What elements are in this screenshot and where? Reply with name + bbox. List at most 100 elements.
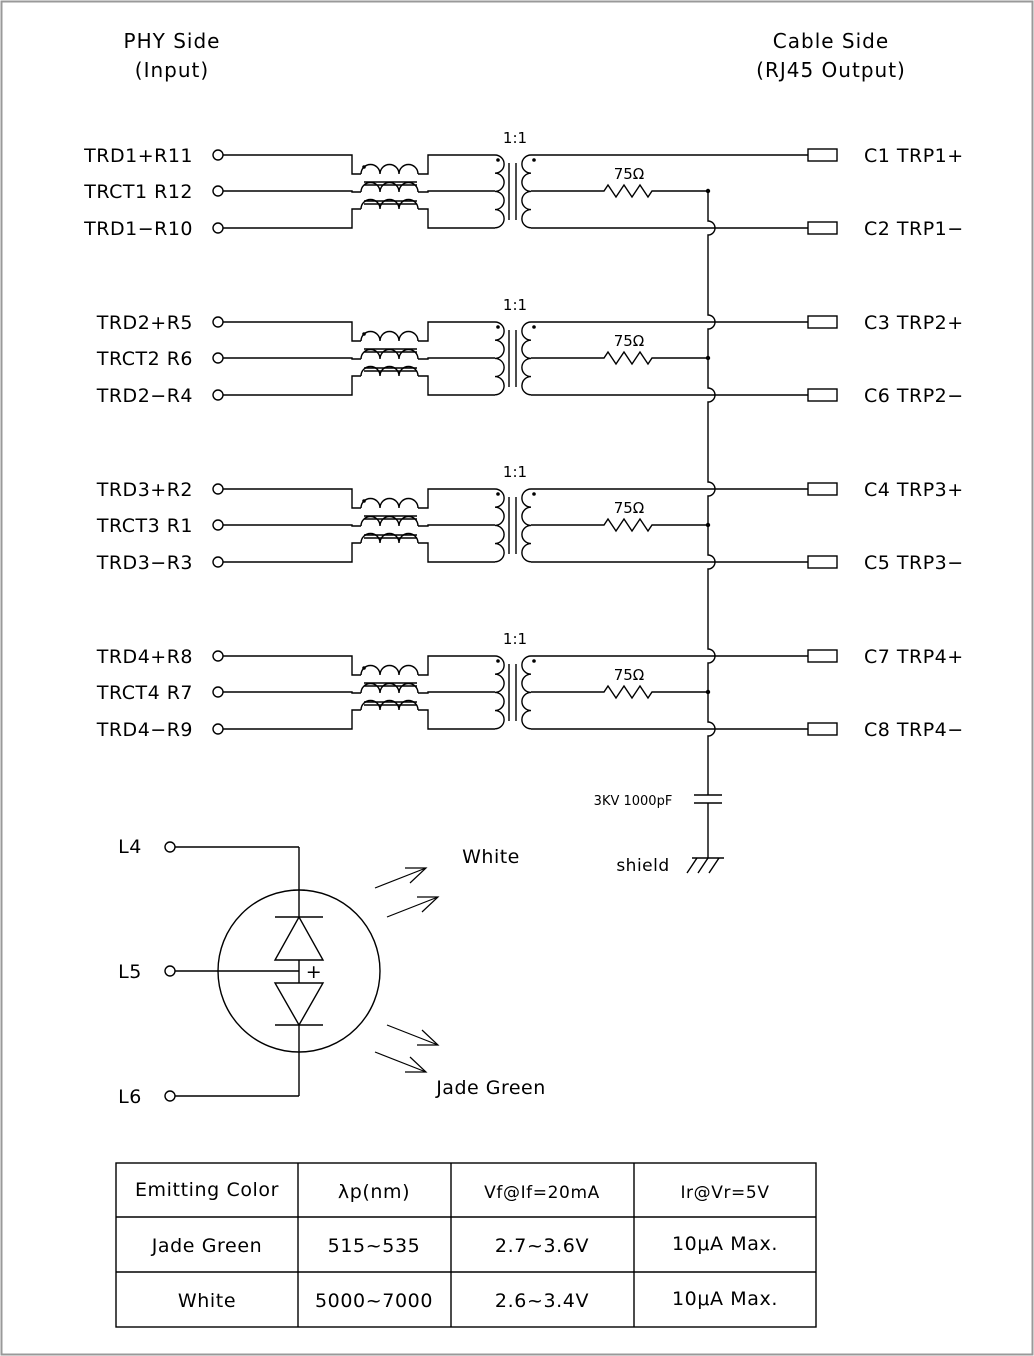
led-symbol: [164, 841, 381, 1102]
primary-winding: [494, 321, 505, 396]
turns-ratio-label: 1:1: [503, 463, 527, 481]
input-pin-ct-label: TRCT1 R12: [83, 181, 193, 203]
table-row: Jade Green 515~535 2.7~3.6V 10μA Max.: [151, 1233, 778, 1257]
led-pin-l4: L4: [118, 836, 142, 858]
output-wiring: [531, 655, 808, 730]
input-terminal: [212, 650, 224, 662]
common-mode-choke-icon: [223, 655, 495, 730]
output-pin-minus-label: C2 TRP1−: [864, 218, 964, 240]
input-terminal: [212, 352, 224, 364]
rj45-contact: [807, 148, 838, 162]
input-terminal: [212, 483, 224, 495]
output-pin-plus-label: C7 TRP4+: [864, 646, 964, 668]
cable-side-title: Cable Side: [773, 29, 889, 53]
phy-side-title: PHY Side: [124, 29, 221, 53]
rj45-contact: [807, 555, 838, 569]
turns-ratio-label: 1:1: [503, 129, 527, 147]
resistor-label: 75Ω: [614, 666, 645, 684]
cable-side-subtitle: (RJ45 Output): [756, 58, 906, 82]
led-plus-sign: +: [306, 961, 322, 983]
emission-arrows-icon: [374, 867, 440, 1073]
table-cell: 515~535: [328, 1235, 421, 1257]
shield-ground-icon: [686, 857, 724, 874]
led-spec-table: [115, 1162, 817, 1328]
table-header-cell: Emitting Color: [135, 1179, 279, 1201]
turns-ratio-label: 1:1: [503, 630, 527, 648]
input-pin-plus-label: TRD4+R8: [96, 646, 193, 668]
primary-winding: [494, 488, 505, 563]
rj45-contact: [807, 388, 838, 402]
choke-winding: [360, 497, 419, 509]
input-pin-ct-label: TRCT2 R6: [96, 348, 193, 370]
choke-winding: [360, 532, 419, 544]
led-pin-l5: L5: [118, 961, 142, 983]
choke-winding: [360, 163, 419, 175]
common-mode-choke-icon: [223, 321, 495, 396]
primary-winding: [494, 154, 505, 229]
input-pin-minus-label: TRD1−R10: [83, 218, 193, 240]
table-cell: 10μA Max.: [672, 1233, 778, 1255]
table-row: White 5000~7000 2.6~3.4V 10μA Max.: [178, 1288, 778, 1312]
table-header-row: Emitting Color λp(nm) Vf@If=20mA Ir@Vr=5…: [135, 1179, 769, 1203]
rj45-contact: [807, 482, 838, 496]
led-color-white: White: [462, 846, 520, 868]
center-tap-bus: [707, 191, 716, 737]
input-pin-plus-label: TRD3+R2: [96, 479, 193, 501]
input-pin-plus-label: TRD1+R11: [83, 145, 193, 167]
led-pin-l6: L6: [118, 1086, 142, 1108]
rj45-contact: [807, 649, 838, 663]
common-mode-choke-icon: [223, 154, 495, 229]
table-header-cell: Vf@If=20mA: [484, 1183, 600, 1203]
rj45-contact: [807, 221, 838, 235]
rj45-contact: [807, 315, 838, 329]
output-pin-plus-label: C4 TRP3+: [864, 479, 964, 501]
input-terminal: [212, 316, 224, 328]
phy-side-subtitle: (Input): [135, 58, 209, 82]
table-cell: 2.6~3.4V: [495, 1290, 589, 1312]
resistor-label: 75Ω: [614, 499, 645, 517]
choke-winding: [360, 699, 419, 711]
input-terminal: [212, 686, 224, 698]
choke-winding: [360, 365, 419, 377]
output-wiring: [531, 321, 808, 396]
input-pin-ct-label: TRCT3 R1: [96, 515, 193, 537]
turns-ratio-label: 1:1: [503, 296, 527, 314]
input-terminal: [212, 556, 224, 568]
common-mode-choke-icon: [223, 488, 495, 563]
input-terminal: [212, 185, 224, 197]
choke-winding: [360, 198, 419, 210]
table-header-cell: λp(nm): [338, 1181, 410, 1203]
output-pin-minus-label: C5 TRP3−: [864, 552, 964, 574]
table-cell: 2.7~3.6V: [495, 1235, 589, 1257]
input-pin-minus-label: TRD4−R9: [96, 719, 193, 741]
input-pin-ct-label: TRCT4 R7: [96, 682, 193, 704]
input-pin-minus-label: TRD2−R4: [96, 385, 193, 407]
output-pin-plus-label: C3 TRP2+: [864, 312, 964, 334]
input-terminal: [212, 149, 224, 161]
choke-winding: [360, 664, 419, 676]
shield-label: shield: [616, 856, 669, 876]
output-pin-minus-label: C8 TRP4−: [864, 719, 964, 741]
capacitor-symbol: [694, 737, 722, 858]
primary-winding: [494, 655, 505, 730]
led-color-jade-green: Jade Green: [435, 1077, 546, 1099]
capacitor-label: 3KV 1000pF: [594, 794, 673, 809]
table-cell: White: [178, 1290, 236, 1312]
output-wiring: [531, 488, 808, 563]
resistor-label: 75Ω: [614, 165, 645, 183]
table-cell: Jade Green: [151, 1235, 263, 1257]
table-cell: 5000~7000: [315, 1290, 433, 1312]
output-pin-plus-label: C1 TRP1+: [864, 145, 964, 167]
output-pin-minus-label: C6 TRP2−: [864, 385, 964, 407]
resistor-label: 75Ω: [614, 332, 645, 350]
input-terminal: [212, 222, 224, 234]
input-pin-minus-label: TRD3−R3: [96, 552, 193, 574]
choke-winding: [360, 330, 419, 342]
table-header-cell: Ir@Vr=5V: [680, 1183, 769, 1203]
input-pin-plus-label: TRD2+R5: [96, 312, 193, 334]
input-terminal: [212, 389, 224, 401]
